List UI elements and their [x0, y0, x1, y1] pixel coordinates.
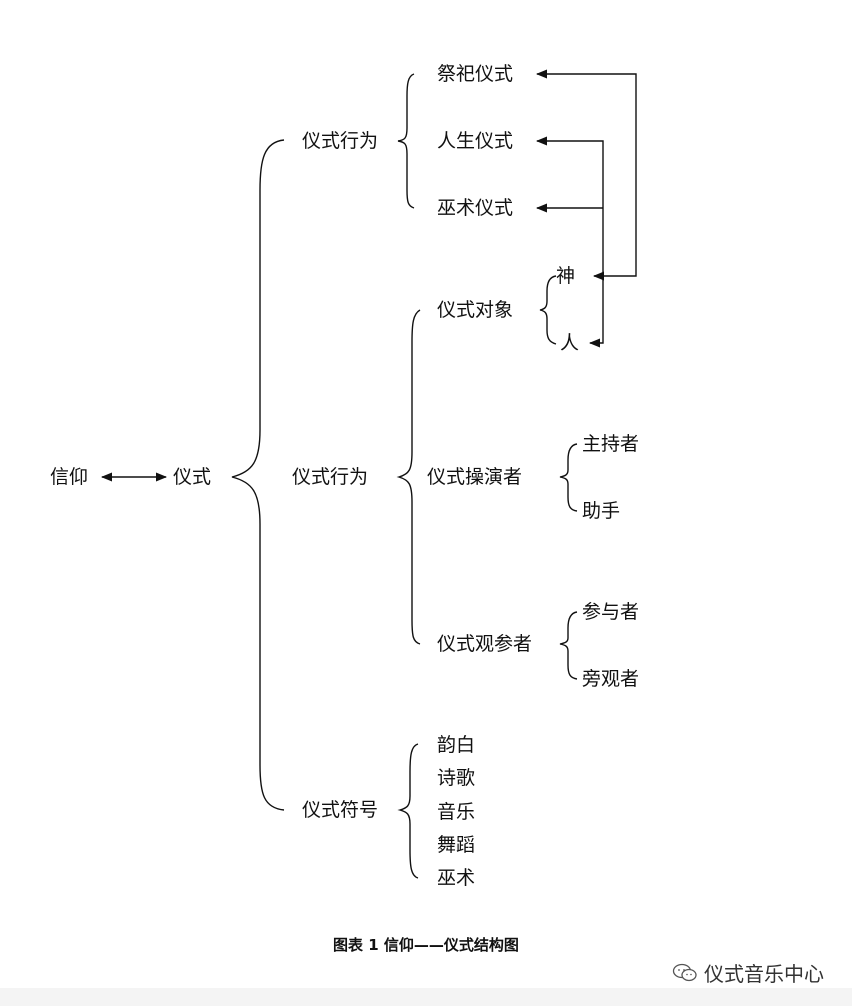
- node-ritual-behavior-middle: 仪式行为: [292, 466, 369, 488]
- node-ritual-object: 仪式对象: [437, 299, 514, 321]
- node-host: 主持者: [582, 433, 640, 455]
- node-participant: 参与者: [582, 601, 640, 623]
- object-brace: [539, 275, 557, 345]
- watermark-text: 仪式音乐中心: [704, 962, 824, 986]
- node-music: 音乐: [437, 801, 476, 823]
- figure-caption: 图表 1 信仰——仪式结构图: [333, 936, 519, 954]
- node-ritual-observer: 仪式观参者: [437, 633, 533, 655]
- node-ritual-operator: 仪式操演者: [427, 466, 523, 488]
- node-ritual-behavior-top: 仪式行为: [302, 130, 379, 152]
- node-rhyme-recitation: 韵白: [437, 734, 476, 756]
- node-witchcraft-ritual: 巫术仪式: [437, 197, 514, 219]
- node-dance: 舞蹈: [437, 834, 476, 856]
- node-belief: 信仰: [50, 466, 89, 488]
- human-to-life-connector: [535, 136, 604, 348]
- node-god: 神: [556, 265, 576, 287]
- node-witchcraft: 巫术: [437, 867, 476, 889]
- operator-brace: [559, 443, 578, 512]
- bottom-strip: [0, 988, 852, 1006]
- behavior1-brace: [397, 73, 415, 209]
- node-life-ritual: 人生仪式: [437, 130, 514, 152]
- node-bystander: 旁观者: [582, 668, 640, 690]
- symbol-brace: [397, 743, 419, 879]
- node-sacrifice-ritual: 祭祀仪式: [437, 63, 514, 85]
- watermark: 仪式音乐中心: [672, 958, 824, 987]
- ritual-main-brace: [231, 139, 285, 811]
- wechat-icon: [672, 963, 697, 981]
- node-assistant: 助手: [582, 500, 621, 522]
- node-ritual-symbol: 仪式符号: [302, 799, 379, 821]
- behavior2-brace: [396, 309, 421, 645]
- node-ritual: 仪式: [173, 466, 212, 488]
- observer-brace: [559, 611, 578, 680]
- node-human: 人: [560, 332, 580, 354]
- node-poetry-song: 诗歌: [437, 767, 476, 789]
- god-to-sacrifice-connector: [535, 69, 637, 281]
